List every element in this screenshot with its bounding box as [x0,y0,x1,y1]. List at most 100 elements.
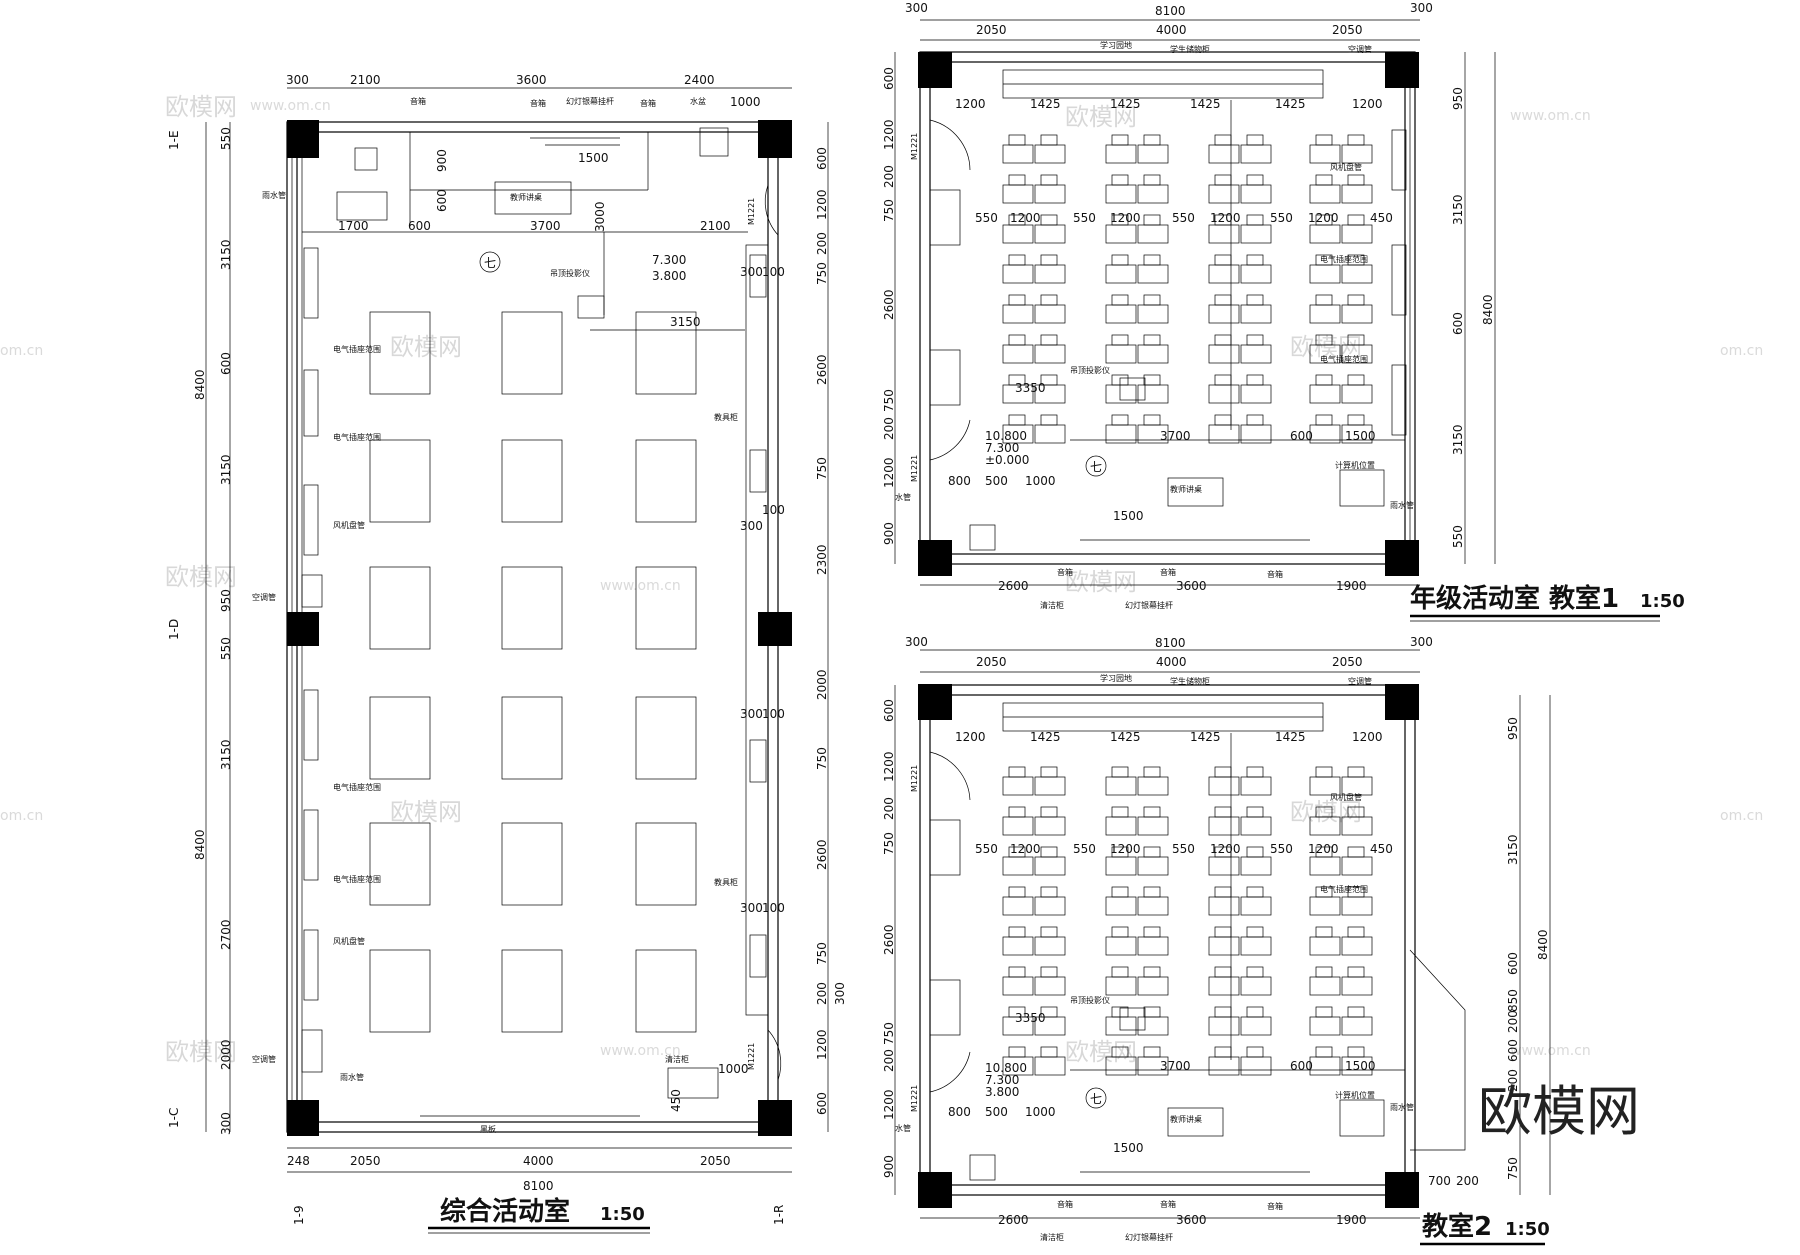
column [1385,684,1419,720]
dim-left: 750 [882,199,896,222]
student-chair [1008,174,1026,186]
dim-bottom: 1900 [1336,1213,1367,1227]
dim-inner: 300 [740,519,763,533]
student-desk [1208,304,1240,324]
student-chair [1347,886,1365,898]
student-desk [1208,896,1240,916]
watermark-brand: 欧模网 [390,798,462,826]
student-desk [1002,816,1034,836]
student-chair [1214,806,1232,818]
student-desk [1137,344,1169,364]
student-desk [1309,896,1341,916]
student-desk [1137,856,1169,876]
student-chair [1040,926,1058,938]
dim-top: 3600 [516,73,547,87]
student-desk [1240,816,1272,836]
dim-left: 1200 [882,751,896,782]
student-desk [1002,776,1034,796]
dim-desk: 1200 [1110,211,1141,225]
student-desk [1105,816,1137,836]
student-desk [1105,1016,1137,1036]
student-chair [1315,414,1333,426]
dim-left: 1200 [882,119,896,150]
label-speaker: 音箱 [1057,1199,1073,1209]
column [1385,1172,1419,1208]
drawing-scale: 1:50 [1505,1219,1550,1240]
dim-inner: 300 [740,901,763,915]
dim-bottom: 248 [287,1154,310,1168]
student-chair [1143,294,1161,306]
dim-row: 1425 [1190,730,1221,744]
label-socket-range: 电气插座范围 [333,344,381,354]
student-desk [1105,344,1137,364]
dim-left: 600 [882,67,896,90]
dim-inner: 1500 [1345,429,1376,443]
drawing-title: 综合活动室 [440,1196,570,1227]
label-blackboard: 黑板 [480,1124,496,1134]
column [918,1172,952,1208]
student-chair [1143,926,1161,938]
student-desk [1105,304,1137,324]
dim-inner: 1000 [718,1062,749,1076]
student-desk [1309,224,1341,244]
axis-marker: 1-C [167,1108,181,1128]
label-rain-pipe: 雨水管 [1390,500,1414,510]
axis-marker: 1-D [167,619,181,640]
elevation: 7.300 [652,253,686,267]
student-chair [1008,134,1026,146]
student-chair [1246,214,1264,226]
student-desk [1309,1016,1341,1036]
teacher-desk [1167,477,1224,507]
label-fan-coil: 风机盘管 [1330,162,1362,172]
dim-inner: 3350 [1015,1011,1046,1025]
dim-right: 750 [1506,1157,1520,1180]
student-chair [1143,806,1161,818]
student-chair [1347,846,1365,858]
label-speaker: 音箱 [410,96,426,106]
dim-row: 1200 [955,730,986,744]
student-chair [1008,374,1026,386]
cabinet [749,739,767,783]
room-number: 七 [1090,460,1102,474]
student-chair [1246,966,1264,978]
student-desk [1002,304,1034,324]
dim-desk: 1200 [1308,842,1339,856]
student-desk [1208,936,1240,956]
label-fan-coil: 风机盘管 [333,936,365,946]
dim-right: 1200 [815,189,829,220]
student-desk [1208,1016,1240,1036]
column [287,1100,319,1136]
dim-inner: 500 [985,474,1008,488]
label-ac-pipe: 空调管 [252,592,276,602]
door-swing [929,119,971,171]
student-desk [1240,264,1272,284]
label-cleaning-cabinet: 清洁柜 [665,1054,689,1064]
dim-inner: 900 [435,149,449,172]
student-chair [1008,886,1026,898]
wall-unit [303,369,319,437]
student-chair [1315,1046,1333,1058]
dim-desk: 450 [1370,211,1393,225]
watermark-url-short: om.cn [0,808,43,824]
column [918,540,952,576]
label-socket-range: 电气插座范围 [333,874,381,884]
student-chair [1143,254,1161,266]
student-desk [1002,144,1034,164]
dim-right: 3150 [1506,834,1520,865]
student-desk [1002,976,1034,996]
dim-top: 2050 [1332,655,1363,669]
dim-desk: 1200 [1010,842,1041,856]
student-desk [1034,856,1066,876]
student-chair [1315,846,1333,858]
label-speaker: 音箱 [640,98,656,108]
student-chair [1040,134,1058,146]
inner-wall [929,61,1406,555]
door-swing [764,184,779,236]
basin [969,1154,996,1181]
dim-desk: 550 [975,211,998,225]
dim-desk: 550 [1172,211,1195,225]
dim-desk: 1200 [1210,842,1241,856]
dim-inner: 100 [762,265,785,279]
student-desk [1208,856,1240,876]
column [758,612,792,646]
